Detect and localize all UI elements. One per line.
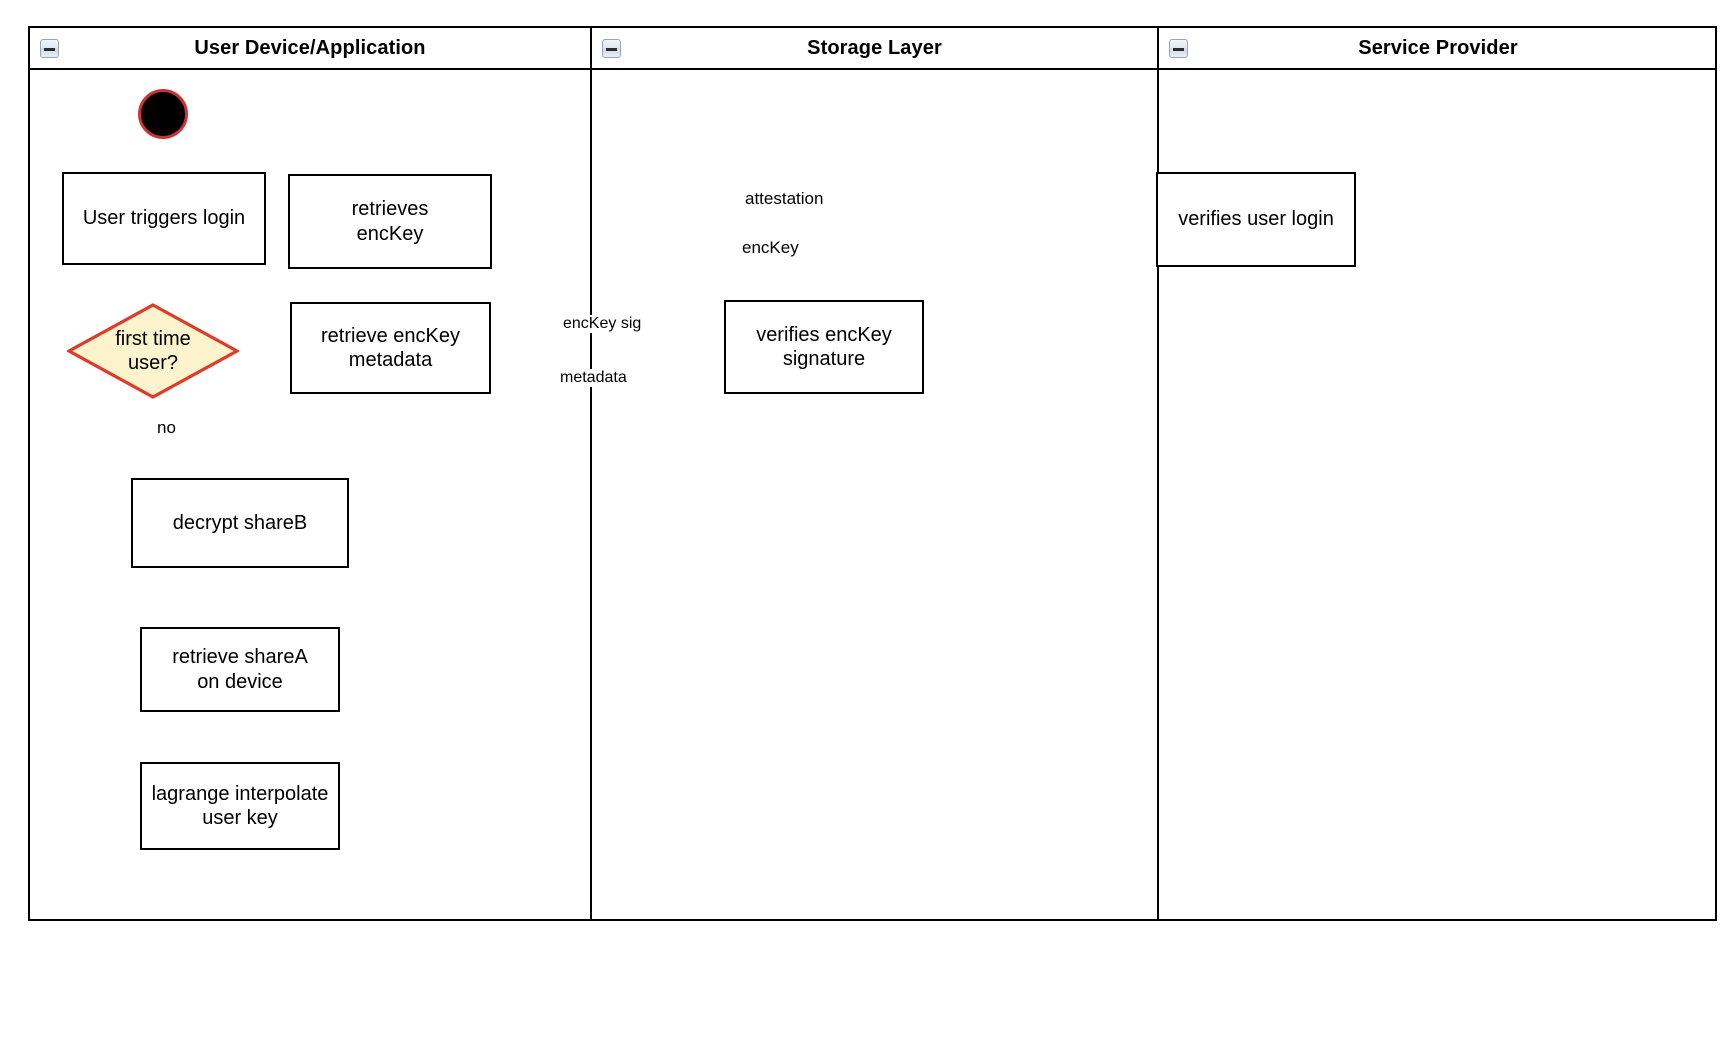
task-label-line2: metadata <box>348 349 433 371</box>
task-label-line2: on device <box>197 670 283 693</box>
lane-title-user-device: User Device/Application <box>194 36 426 59</box>
edge-label-metadata: metadata <box>556 369 631 387</box>
task-label-line1: retrieve encKey <box>321 324 460 347</box>
task-label: User triggers login <box>82 207 246 230</box>
task-label-line1: retrieves <box>351 198 429 221</box>
task-label-line2: signature <box>782 348 866 370</box>
edge-label-enckey: encKey <box>738 238 803 258</box>
task-user-triggers-login[interactable]: User triggers login <box>62 172 266 265</box>
lane-header-user-device: User Device/Application <box>30 28 590 70</box>
task-verifies-user-login[interactable]: verifies user login <box>1156 172 1356 267</box>
task-label-line1: lagrange interpolate <box>151 782 329 805</box>
edge-label-attestation: attestation <box>741 189 828 209</box>
task-decrypt-shareb[interactable]: decrypt shareB <box>131 478 349 568</box>
task-verifies-enckey-signature[interactable]: verifies encKey signature <box>724 300 924 394</box>
edge-label-no: no <box>153 418 180 438</box>
lane-divider-1 <box>590 28 592 919</box>
task-retrieves-enckey[interactable]: retrieves encKey <box>288 174 492 269</box>
collapse-minus-icon[interactable] <box>1169 39 1188 58</box>
task-retrieve-sharea-on-device[interactable]: retrieve shareA on device <box>140 627 340 712</box>
start-event-node[interactable] <box>138 89 188 139</box>
edge-label-enckey-sig: encKey sig <box>559 315 646 333</box>
lane-header-service-provider: Service Provider <box>1159 28 1717 70</box>
collapse-minus-icon[interactable] <box>602 39 621 58</box>
lane-title-service-provider: Service Provider <box>1358 36 1518 59</box>
decision-label-line2: user? <box>127 352 179 374</box>
decision-diamond-shape <box>67 303 239 399</box>
task-lagrange-interpolate-user-key[interactable]: lagrange interpolate user key <box>140 762 340 850</box>
task-label-line1: retrieve shareA <box>172 646 308 669</box>
decision-first-time-user[interactable]: first time user? <box>67 303 239 399</box>
collapse-minus-icon[interactable] <box>40 39 59 58</box>
task-label: decrypt shareB <box>172 511 308 534</box>
task-retrieve-enckey-metadata[interactable]: retrieve encKey metadata <box>290 302 491 394</box>
task-label: verifies user login <box>1178 208 1334 231</box>
decision-label-line1: first time <box>115 328 191 350</box>
task-label-line1: verifies encKey <box>756 323 892 346</box>
lane-divider-2 <box>1157 28 1159 919</box>
task-label-line2: user key <box>202 807 278 829</box>
decision-label: first time user? <box>115 327 191 375</box>
lane-header-storage-layer: Storage Layer <box>592 28 1157 70</box>
task-label-line2: encKey <box>356 222 424 245</box>
lane-title-storage-layer: Storage Layer <box>807 36 942 59</box>
